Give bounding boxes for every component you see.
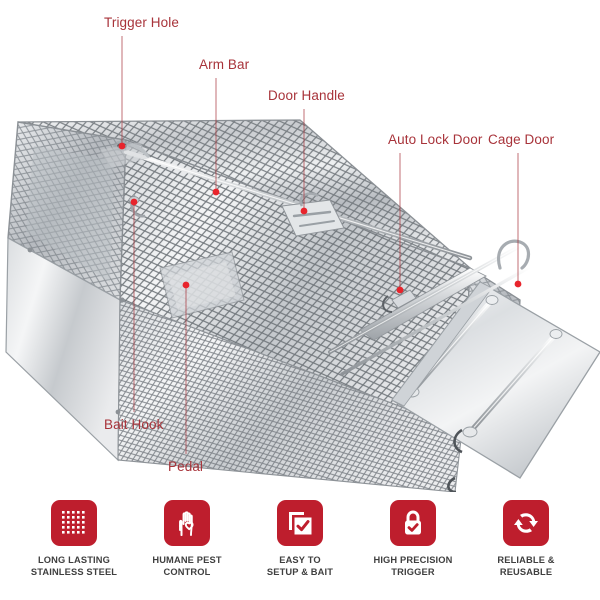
feature-caption-line2: STAINLESS STEEL <box>30 566 118 577</box>
feature-caption: HIGH PRECISION TRIGGER <box>373 555 452 578</box>
feature-reliable-and-reusable: RELIABLE & REUSABLE <box>474 494 578 600</box>
checkbox-stack-icon <box>277 500 323 546</box>
feature-caption-line2: REUSABLE <box>499 566 553 577</box>
callout-label-cage-door: Cage Door <box>488 132 555 147</box>
feature-high-precision-trigger: HIGH PRECISION TRIGGER <box>361 494 465 600</box>
feature-caption-line1: HUMANE PEST <box>152 555 222 565</box>
callout-label-pedal: Pedal <box>168 459 204 474</box>
mesh-grid-icon <box>51 500 97 546</box>
callout-dot-trigger-hole <box>118 142 126 150</box>
trap-hardware-clips <box>27 247 463 492</box>
trap-diagram: Trigger Hole Arm Bar Door Handle Auto Lo… <box>5 15 600 492</box>
callout-dot-door-handle <box>300 207 308 215</box>
lock-check-icon <box>390 500 436 546</box>
feature-caption-line2: CONTROL <box>163 566 211 577</box>
cage-door-panel <box>391 281 600 479</box>
auto-lock-door-assembly <box>328 239 531 376</box>
feature-caption-line1: EASY TO <box>279 555 321 565</box>
feature-caption: RELIABLE & REUSABLE <box>497 555 554 578</box>
trap-rear-end <box>7 121 127 302</box>
callout-label-door-handle: Door Handle <box>268 88 345 103</box>
callout-label-bait-hook: Bait Hook <box>104 417 164 432</box>
callout-label-arm-bar: Arm Bar <box>199 57 250 72</box>
callout-dot-auto-lock-door <box>396 286 404 294</box>
callout-leaders <box>118 36 522 454</box>
feature-caption: HUMANE PEST CONTROL <box>152 555 221 578</box>
feature-humane-pest-control: HUMANE PEST CONTROL <box>135 494 239 600</box>
pedal-plate <box>159 251 245 319</box>
feature-caption: LONG LASTING STAINLESS STEEL <box>31 555 117 578</box>
recycle-arrows-icon <box>503 500 549 546</box>
feature-long-lasting-stainless-steel: LONG LASTING STAINLESS STEEL <box>22 494 126 600</box>
feature-highlights: LONG LASTING STAINLESS STEEL <box>0 494 600 600</box>
callout-dot-cage-door <box>514 280 522 288</box>
trap-illustration <box>5 36 600 492</box>
door-handle <box>281 192 345 237</box>
feature-caption-line2: TRIGGER <box>391 566 435 577</box>
callout-label-auto-lock-door: Auto Lock Door <box>388 132 483 147</box>
feature-caption-line1: LONG LASTING <box>37 555 111 565</box>
hand-heart-icon <box>164 500 210 546</box>
feature-caption: EASY TO SETUP & BAIT <box>267 555 333 578</box>
feature-caption-line1: RELIABLE & <box>497 555 555 565</box>
feature-caption-line2: SETUP & BAIT <box>266 566 334 577</box>
callout-dot-pedal <box>182 281 190 289</box>
callout-dot-arm-bar <box>212 188 220 196</box>
callout-label-trigger-hole: Trigger Hole <box>104 15 179 30</box>
feature-easy-to-setup-and-bait: EASY TO SETUP & BAIT <box>248 494 352 600</box>
trap-lower-skirt <box>117 299 463 492</box>
feature-caption-line1: HIGH PRECISION <box>373 555 453 565</box>
callout-dot-bait-hook <box>130 198 138 206</box>
